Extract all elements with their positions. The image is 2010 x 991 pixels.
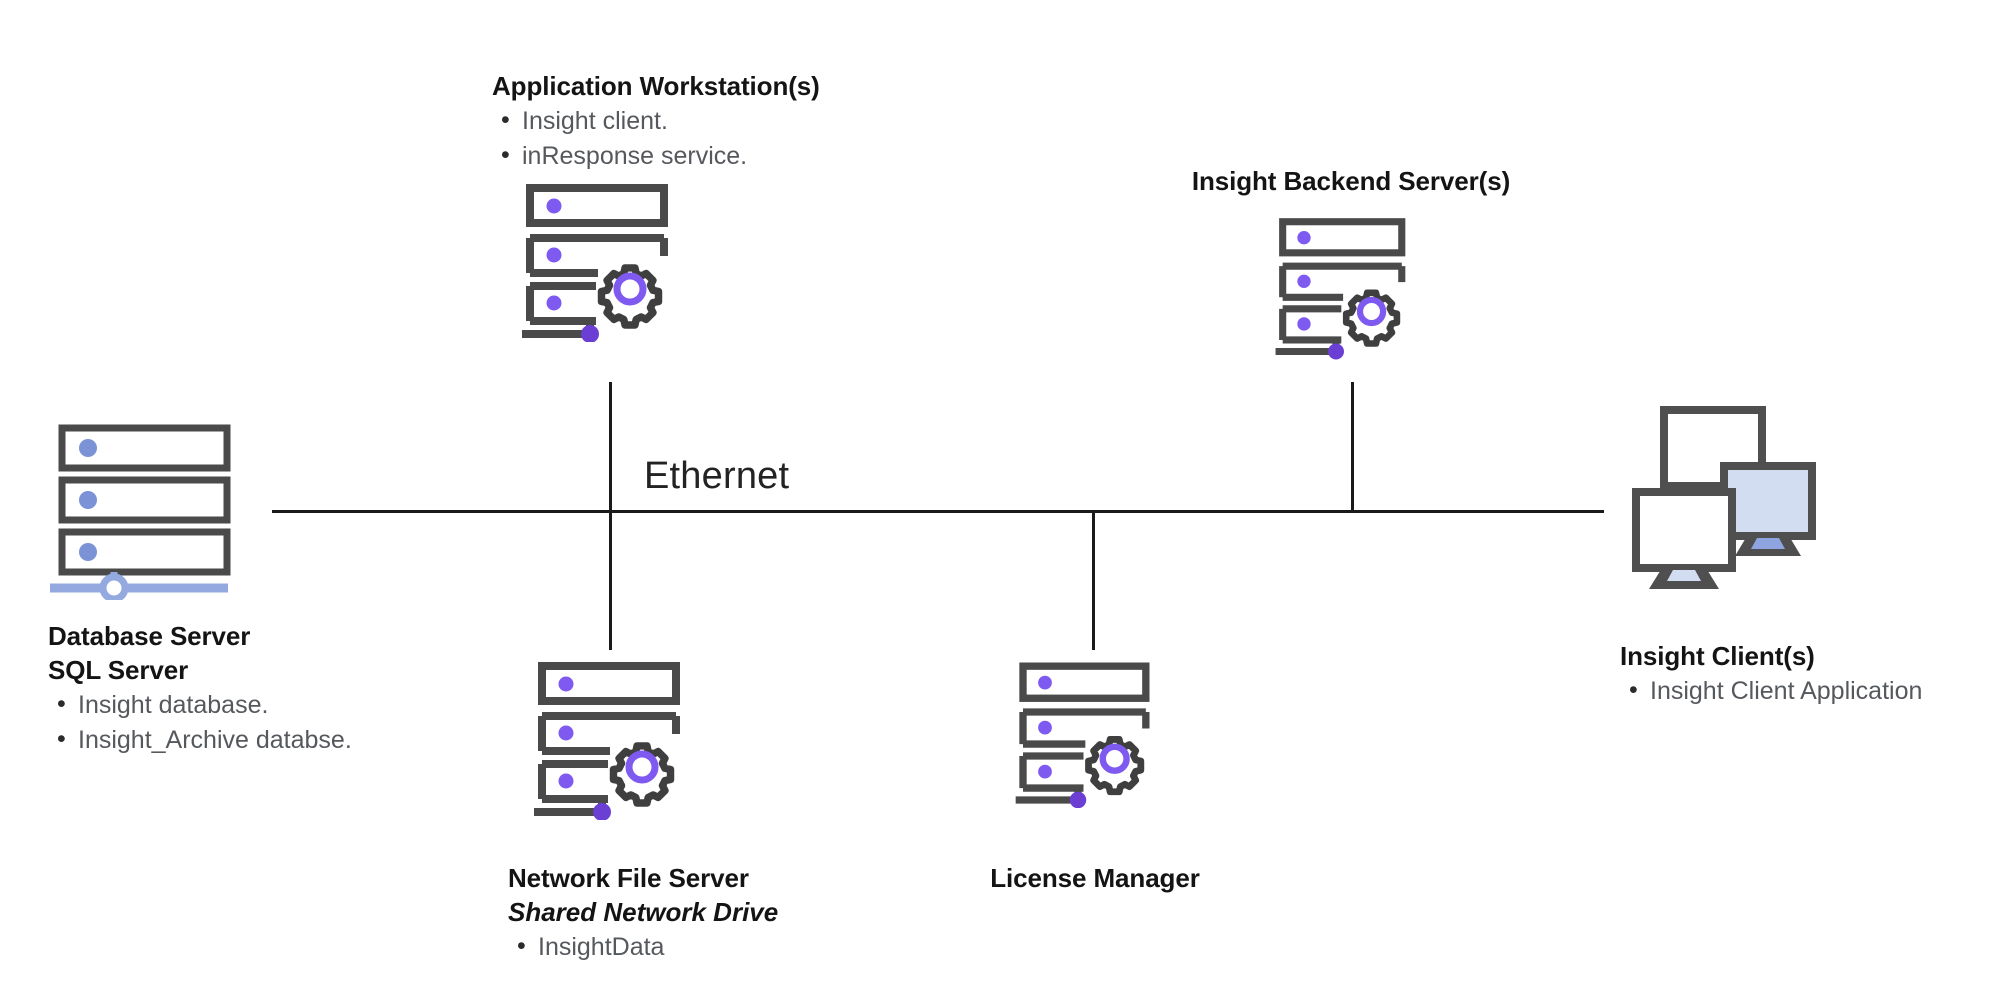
application-workstation-server-gear-icon bbox=[518, 182, 698, 342]
insight-backend-server-gear-icon bbox=[1272, 215, 1432, 360]
list-item: InsightData bbox=[508, 929, 778, 966]
license-manager-server-gear-icon bbox=[1012, 660, 1177, 808]
insight-clients-label-block: Insight Client(s) Insight Client Applica… bbox=[1620, 640, 1922, 709]
database-server-icon bbox=[50, 420, 240, 600]
list-item: Insight Client Application bbox=[1620, 673, 1922, 710]
license-manager-title: License Manager bbox=[990, 863, 1200, 893]
network-file-server-bullets: InsightData bbox=[508, 929, 778, 966]
network-file-server-label-block: Network File Server Shared Network Drive… bbox=[508, 862, 778, 965]
database-server-subtitle: SQL Server bbox=[48, 654, 189, 685]
ethernet-label: Ethernet bbox=[644, 455, 790, 497]
insight-backend-server-title: Insight Backend Server(s) bbox=[1191, 166, 1511, 196]
application-workstation-label-block: Application Workstation(s) Insight clien… bbox=[492, 70, 820, 175]
network-file-server-title: Network File Server bbox=[508, 863, 749, 893]
wire-backbone-to-license-manager bbox=[1092, 510, 1095, 650]
application-workstation-bullets: Insight client. inResponse service. bbox=[492, 103, 820, 175]
insight-backend-server-label-block: Insight Backend Server(s) bbox=[1176, 165, 1526, 199]
wire-app-workstation-to-file-server bbox=[609, 382, 612, 650]
network-file-server-gear-icon bbox=[530, 660, 710, 820]
insight-clients-multiple-monitors-icon bbox=[1618, 404, 1818, 599]
list-item: inResponse service. bbox=[492, 138, 820, 175]
license-manager-label-block: License Manager bbox=[930, 862, 1260, 896]
list-item: Insight_Archive databse. bbox=[48, 722, 352, 759]
database-server-label-block: Database Server SQL Server Insight datab… bbox=[48, 620, 352, 759]
database-server-title: Database Server bbox=[48, 621, 251, 651]
insight-clients-title: Insight Client(s) bbox=[1620, 641, 1815, 671]
network-file-server-subtitle: Shared Network Drive bbox=[508, 896, 779, 927]
ethernet-backbone-line bbox=[272, 510, 1604, 513]
list-item: Insight database. bbox=[48, 687, 352, 724]
application-workstation-title: Application Workstation(s) bbox=[492, 71, 820, 101]
list-item: Insight client. bbox=[492, 103, 820, 140]
database-server-bullets: Insight database. Insight_Archive databs… bbox=[48, 687, 352, 759]
insight-clients-bullets: Insight Client Application bbox=[1620, 673, 1922, 710]
wire-backend-server-to-backbone bbox=[1351, 382, 1354, 513]
